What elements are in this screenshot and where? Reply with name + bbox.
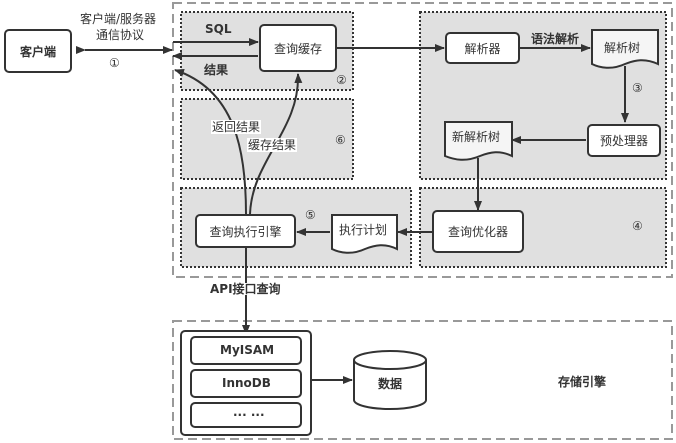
result-label: 结果 <box>204 63 229 77</box>
step-1-marker: ① <box>109 56 120 70</box>
engine-innodb-label: InnoDB <box>222 376 271 390</box>
new-parse-tree-doc <box>444 121 513 161</box>
parse-tree-label: 解析树 <box>604 41 641 55</box>
engine-myisam-box <box>190 336 302 365</box>
data-label: 数据 <box>378 377 403 391</box>
data-cylinder-top <box>353 350 427 370</box>
step-2-marker: ② <box>336 73 347 87</box>
engine-more-label: ... ... <box>233 405 265 419</box>
sql-label: SQL <box>205 22 232 36</box>
preprocessor-box: 预处理器 <box>587 124 661 157</box>
step-3-marker: ③ <box>632 81 643 95</box>
query-cache-box: 查询缓存 <box>259 24 337 72</box>
cache-result-label: 缓存结果 <box>247 138 298 152</box>
parser-box: 解析器 <box>445 32 520 64</box>
new-parse-tree-label: 新解析树 <box>452 130 501 144</box>
server-region <box>172 2 673 278</box>
engine-more-box <box>190 402 302 428</box>
execution-plan-label: 执行计划 <box>339 223 388 237</box>
protocol-label-line2: 通信协议 <box>96 28 145 42</box>
execution-plan-doc <box>331 214 398 254</box>
step-5-marker: ⑤ <box>305 208 316 222</box>
return-result-label: 返回结果 <box>211 120 262 134</box>
engine-innodb-box <box>190 369 302 398</box>
engine-myisam-label: MyISAM <box>220 343 275 357</box>
step-4-marker: ④ <box>632 219 643 233</box>
step-6-marker: ⑥ <box>335 133 346 147</box>
api-query-label: API接口查询 <box>210 282 281 296</box>
data-cylinder <box>353 360 427 410</box>
optimizer-section <box>419 187 667 268</box>
client-box: 客户端 <box>4 29 72 73</box>
query-executor-box: 查询执行引擎 <box>195 214 296 248</box>
syntax-parse-label: 语法解析 <box>531 32 580 46</box>
parse-tree-doc <box>591 29 659 69</box>
storage-engine-label: 存储引擎 <box>558 375 607 389</box>
query-optimizer-box: 查询优化器 <box>432 210 524 253</box>
protocol-label-line1: 客户端/服务器 <box>80 12 157 26</box>
